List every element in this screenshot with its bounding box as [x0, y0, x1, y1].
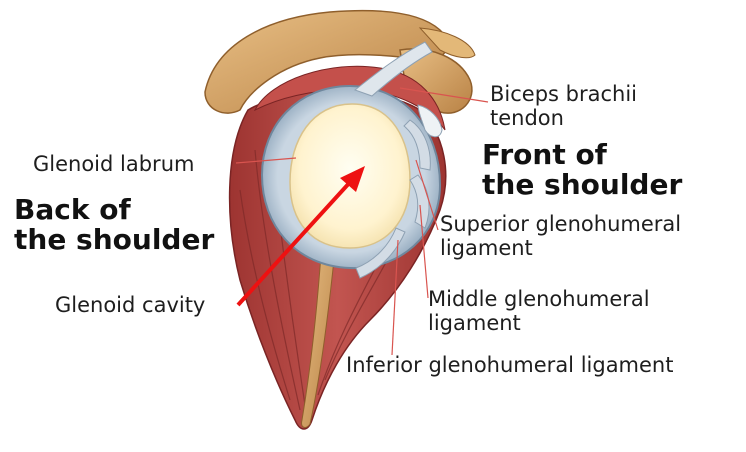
- tendon-bundle-front: [417, 104, 443, 138]
- label-front-of-shoulder: Front of the shoulder: [482, 138, 683, 201]
- label-inferior-glenohumeral-ligament: Inferior glenohumeral ligament: [346, 353, 674, 377]
- glenoid-cavity-arrow-head: [340, 166, 365, 192]
- clavicle-end: [418, 27, 476, 59]
- leader-biceps: [399, 87, 489, 103]
- scapula-neck: [301, 239, 337, 428]
- inferior-ligament: [355, 227, 406, 279]
- leader-inferior: [391, 239, 399, 356]
- leader-labrum: [235, 157, 297, 164]
- label-glenoid-cavity: Glenoid cavity: [55, 293, 206, 317]
- label-superior-glenohumeral-ligament: Superior glenohumeral ligament: [440, 212, 682, 260]
- leader-lines: [235, 87, 489, 356]
- superior-ligament: [403, 119, 431, 171]
- label-biceps-brachii-tendon: Biceps brachii tendon: [490, 82, 638, 130]
- label-middle-glenohumeral-ligament: Middle glenohumeral ligament: [428, 287, 650, 335]
- glenoid-cavity-arrow-line: [236, 178, 354, 307]
- muscle-fibers: [239, 139, 411, 411]
- label-glenoid-labrum: Glenoid labrum: [33, 152, 195, 176]
- leader-middle: [419, 204, 429, 299]
- leader-superior: [415, 159, 439, 231]
- biceps-tendon: [353, 41, 433, 97]
- label-back-of-shoulder: Back of the shoulder: [14, 193, 215, 256]
